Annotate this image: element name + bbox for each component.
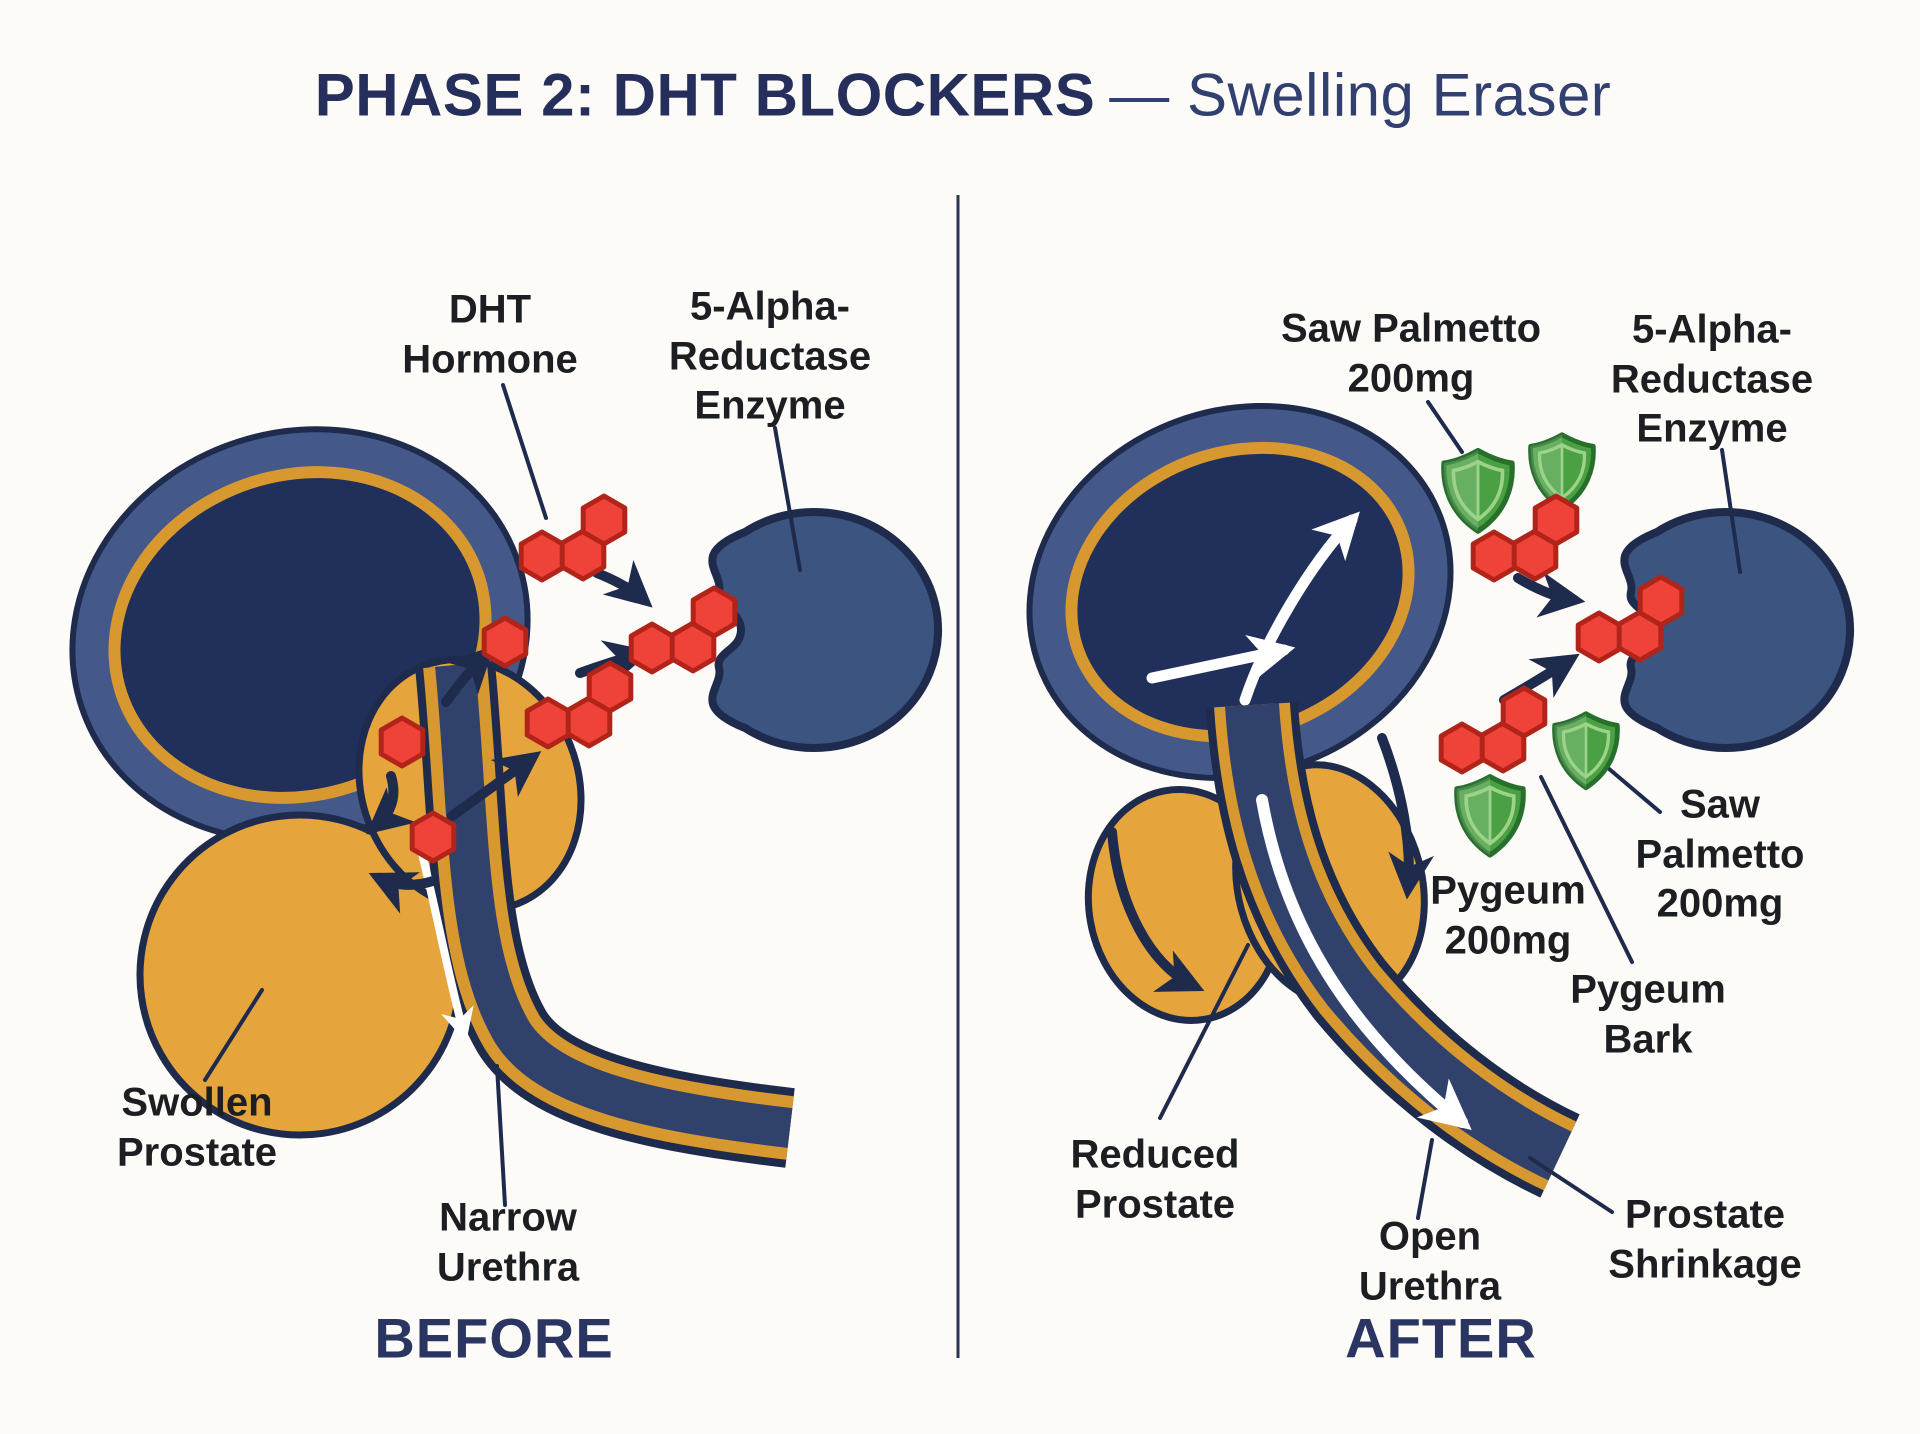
page-title: PHASE 2: DHT BLOCKERS— Swelling Eraser bbox=[315, 61, 1612, 130]
label-saw-palmetto-top: Saw Palmetto 200mg bbox=[1280, 306, 1542, 400]
dht-molecule-icon bbox=[381, 718, 423, 766]
dht-molecule-icon bbox=[484, 618, 526, 666]
dht-molecule-cluster-icon bbox=[521, 496, 625, 580]
label-saw-palmetto-side: Saw Palmetto 200mg bbox=[1635, 782, 1805, 926]
enzyme-icon-before bbox=[712, 512, 938, 748]
label-enzyme-before: 5-Alpha- Reductase Enzyme bbox=[668, 284, 872, 428]
urine-flow-arrow bbox=[1256, 794, 1472, 1131]
title-main: PHASE 2: DHT BLOCKERS bbox=[314, 61, 1096, 129]
label-pointers-before bbox=[203, 383, 802, 1207]
shrinkage-arrows bbox=[1107, 733, 1435, 992]
label-enzyme-after: 5-Alpha- Reductase Enzyme bbox=[1610, 307, 1814, 451]
label-pointers-after bbox=[1158, 400, 1742, 1220]
narrow-urethra-shape bbox=[415, 661, 795, 1168]
panel-label-before: BEFORE bbox=[374, 1306, 614, 1370]
title-subtitle: — Swelling Eraser bbox=[1109, 61, 1612, 129]
label-dht-hormone: DHT Hormone bbox=[402, 287, 578, 381]
label-prostate-shrinkage: Prostate Shrinkage bbox=[1608, 1192, 1802, 1286]
label-narrow-urethra: Narrow Urethra bbox=[436, 1195, 580, 1289]
label-reduced-prostate: Reduced Prostate bbox=[1070, 1132, 1240, 1226]
open-urethra-shape bbox=[1206, 701, 1580, 1198]
label-swollen-prostate: Swollen Prostate bbox=[116, 1080, 278, 1174]
dht-flow-arrows-after bbox=[1499, 572, 1586, 705]
urine-flow-arrow bbox=[416, 841, 474, 1043]
before-diagram bbox=[69, 383, 939, 1207]
after-diagram bbox=[1026, 400, 1850, 1220]
panel-label-after: AFTER bbox=[1345, 1306, 1537, 1370]
label-open-urethra: Open Urethra bbox=[1358, 1214, 1502, 1308]
shield-icon bbox=[1444, 451, 1512, 532]
shield-icon bbox=[1457, 777, 1524, 855]
shield-icon bbox=[1555, 714, 1618, 788]
bladder-flow-arrows-after bbox=[1146, 511, 1360, 706]
bladder-after bbox=[1026, 402, 1454, 782]
dht-molecule-icon bbox=[412, 813, 454, 861]
label-pygeum-bark: Pygeum Bark bbox=[1570, 967, 1726, 1061]
label-pygeum-dose: Pygeum 200mg bbox=[1430, 868, 1586, 962]
dht-molecule-cluster-icon bbox=[1441, 688, 1545, 772]
